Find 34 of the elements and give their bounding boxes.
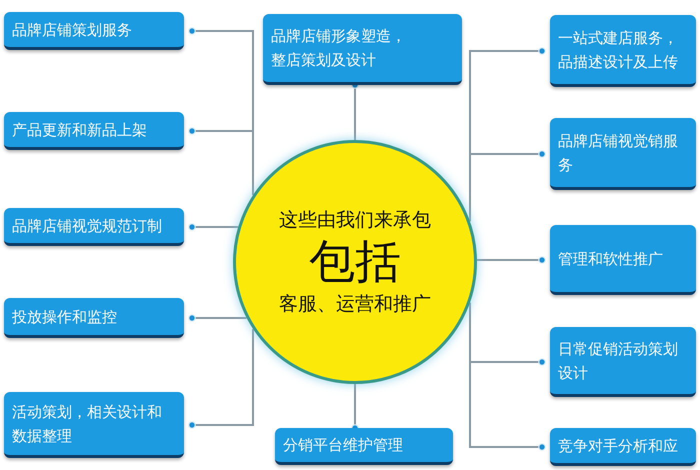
service-box [550,118,696,190]
service-text: 品牌店铺形象塑造，整店策划及设计 [271,26,407,71]
service-box [4,12,184,50]
connector-line [188,127,254,196]
service-text: 品牌店铺策划服务 [12,20,133,40]
service-box [4,112,184,150]
service-text: 投放操作和监控 [12,306,118,328]
service-text: 品牌店铺视觉规范订制 [12,216,163,236]
service-text: 日常促销活动策划设计 [558,338,679,384]
service-box [550,428,696,466]
connector-line [188,223,238,231]
connector-line [476,256,546,264]
connector-line [469,302,546,451]
connector-line [469,150,546,222]
service-text: 管理和软性推广 [558,248,664,270]
center-text: 这些由我们来承包 [279,208,431,233]
service-box [4,298,184,338]
service-box [4,208,184,246]
service-text: 产品更新和新品上架 [12,120,148,140]
connector-line [188,314,247,322]
service-text: 一站式建店服务，品描述设计及上传 [558,28,679,72]
center-heading: 包括 [309,233,401,290]
service-text: 活动策划，相关设计和数据整理 [12,402,163,446]
service-box [550,225,696,295]
center-text: 客服、运营和推广 [279,292,431,317]
service-box [550,327,696,397]
service-text: 品牌店铺视觉销服务 [558,130,679,176]
connector-line [188,328,254,429]
service-text: 分销平台维护管理 [283,435,404,456]
service-box [550,15,696,87]
service-text: 竞争对手分析和应 [558,436,679,456]
service-box [4,392,184,458]
service-box [275,428,453,465]
service-box [263,14,462,85]
